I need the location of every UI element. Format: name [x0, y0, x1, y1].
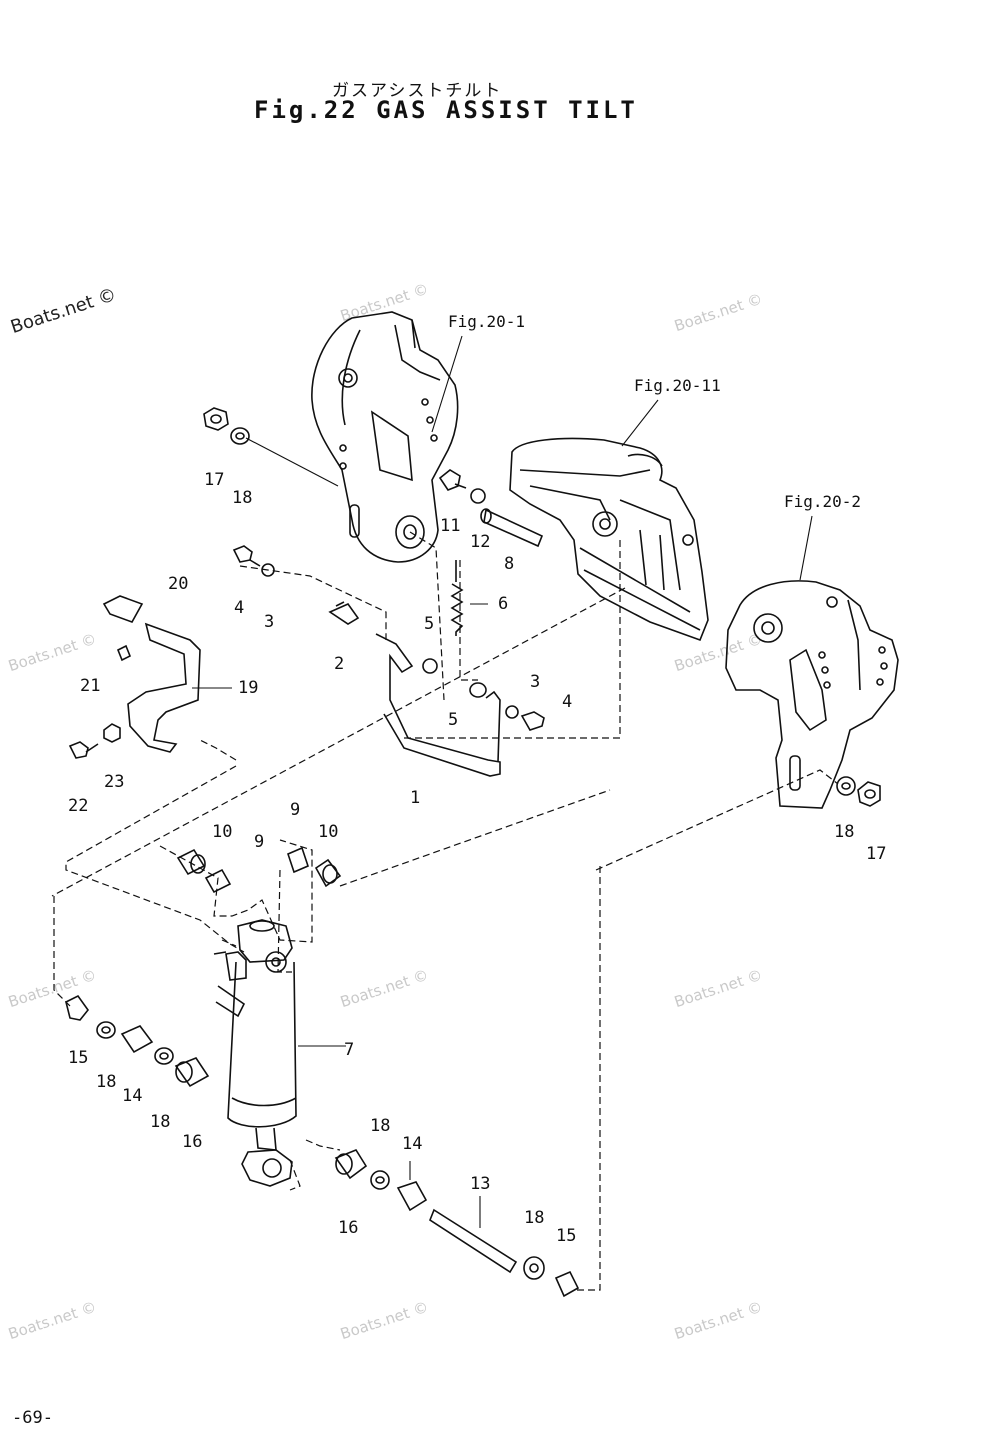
callout-17: 17: [866, 844, 887, 864]
callout-12: 12: [470, 532, 491, 552]
bracket-fig-20-11: [509, 437, 709, 642]
callout-3: 3: [264, 612, 275, 632]
callout-18: 18: [524, 1208, 545, 1228]
callout-18: 18: [96, 1072, 117, 1092]
fig-ref-20-11: Fig.20-11: [634, 376, 721, 395]
callout-16: 16: [182, 1132, 203, 1152]
callout-4: 4: [562, 692, 573, 712]
callout-10: 10: [212, 822, 233, 842]
callout-3: 3: [530, 672, 541, 692]
callout-18: 18: [834, 822, 855, 842]
callout-10: 10: [318, 822, 339, 842]
diagram-title-japanese: ガスアシストチルト: [332, 81, 503, 101]
page-number: -69-: [12, 1408, 53, 1428]
callout-20: 20: [168, 574, 189, 594]
hardware-parts: [65, 407, 881, 1298]
callout-9: 9: [290, 800, 301, 820]
callout-22: 22: [68, 796, 89, 816]
callout-18: 18: [150, 1112, 171, 1132]
callout-16: 16: [338, 1218, 359, 1238]
callout-18: 18: [370, 1116, 391, 1136]
callout-18: 18: [232, 488, 253, 508]
assembly-lines: [51, 531, 839, 1291]
fig-ref-20-2: Fig.20-2: [784, 492, 862, 511]
fig-ref-20-1: Fig.20-1: [448, 312, 526, 331]
callout-1: 1: [410, 788, 421, 808]
callout-9: 9: [254, 832, 265, 852]
callout-5: 5: [424, 614, 435, 634]
callout-13: 13: [470, 1174, 491, 1194]
callout-21: 21: [80, 676, 101, 696]
callout-19: 19: [238, 678, 259, 698]
callout-5: 5: [448, 710, 459, 730]
bracket-fig-20-1: [311, 311, 459, 563]
diagram-title: Fig.22 GAS ASSIST TILT: [254, 96, 638, 124]
callout-23: 23: [104, 772, 125, 792]
callout-14: 14: [122, 1086, 143, 1106]
callout-14: 14: [402, 1134, 423, 1154]
callout-7: 7: [344, 1040, 355, 1060]
leader-lines: [192, 335, 813, 1228]
callout-15: 15: [68, 1048, 89, 1068]
bracket-fig-20-2: [725, 580, 899, 809]
callout-15: 15: [556, 1226, 577, 1246]
callout-17: 17: [204, 470, 225, 490]
callout-6: 6: [498, 594, 509, 614]
callout-2: 2: [334, 654, 345, 674]
callout-8: 8: [504, 554, 515, 574]
callout-11: 11: [440, 516, 461, 536]
callout-4: 4: [234, 598, 245, 618]
